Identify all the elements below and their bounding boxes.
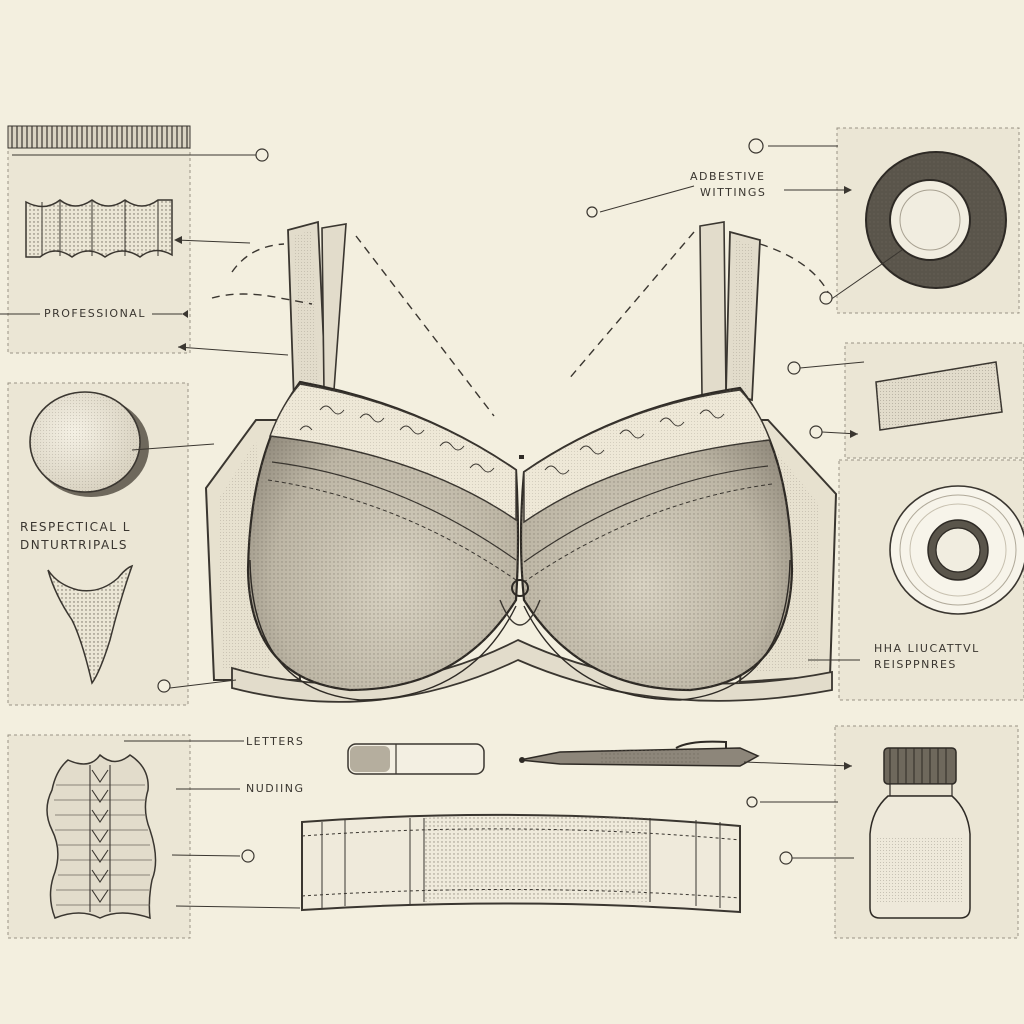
marker-circle (819, 291, 833, 305)
arrow-heads (174, 186, 858, 770)
label-hha-line2: REISPPNRES (874, 658, 957, 671)
marker-circle (746, 796, 758, 808)
marker-circle (748, 138, 764, 154)
pleated-strip-icon (25, 199, 173, 258)
pen-icon (519, 740, 760, 767)
marker-circle (157, 679, 171, 693)
adhesive-tape-roll-icon (865, 151, 1007, 289)
leader-lines (0, 145, 903, 909)
marker-circle (241, 849, 255, 863)
ruler-bar-icon (7, 125, 191, 149)
dashed-guides (211, 231, 829, 417)
label-respectical-line1: RESPECTICAL L (20, 520, 131, 534)
nipple-cover-icon (47, 564, 134, 685)
marker-circle (787, 361, 801, 375)
band-strip-icon (301, 813, 741, 914)
marker-circle (586, 206, 598, 218)
label-respectical-line2: DNTURTRIPALS (20, 538, 128, 552)
callout-markers (157, 138, 833, 865)
glue-stick-icon (347, 743, 485, 775)
label-letters: LETTERS (246, 735, 305, 748)
foam-pad-icon (29, 391, 149, 497)
marker-circle (809, 425, 823, 439)
marker-circle (779, 851, 793, 865)
label-nudding: NUDIING (246, 782, 305, 795)
label-hha-line1: HHA LIUCATTVL (874, 642, 980, 655)
label-adhesive-line1: ADBESTIVE (690, 170, 766, 183)
bottle-icon (869, 747, 971, 919)
marker-circle (255, 148, 269, 162)
label-adhesive-line2: WITTINGS (700, 186, 767, 199)
label-professional: PROFESSIONAL (44, 307, 146, 320)
lace-panel-icon (46, 753, 157, 920)
bra-illustration (204, 220, 838, 703)
tape-roll-icon (889, 485, 1024, 615)
fabric-strip-icon (875, 361, 1003, 431)
